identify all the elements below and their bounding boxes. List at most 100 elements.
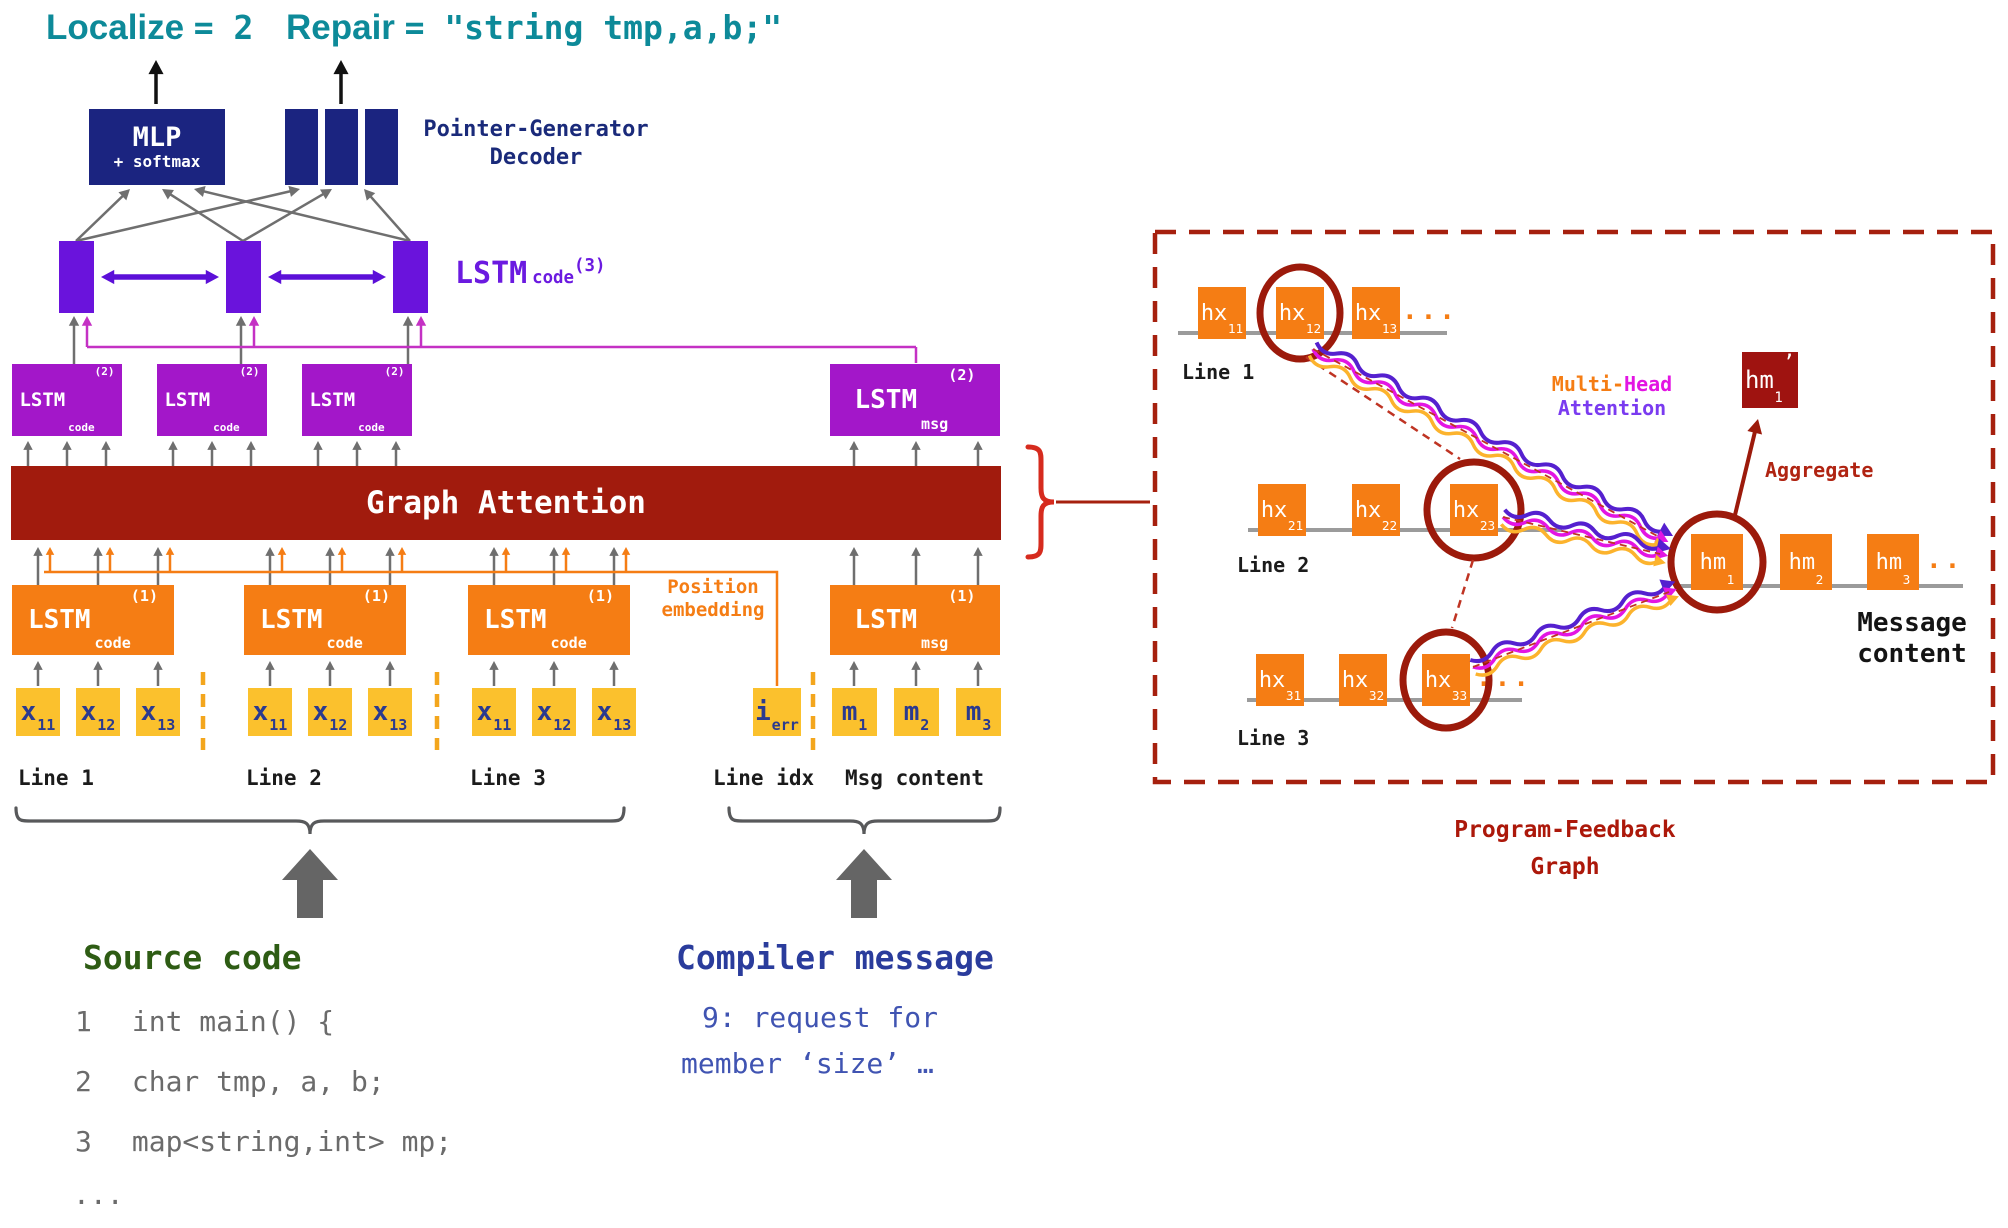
token-line1-1-base: x xyxy=(20,697,37,727)
lstm-msg1-box-base: LSTM xyxy=(854,605,918,635)
token-line-idx-base: i xyxy=(755,697,771,727)
source-line-code-1: int main() { xyxy=(131,1005,335,1038)
hx-22-sub: 22 xyxy=(1381,519,1398,535)
token-line2-1-base: x xyxy=(252,697,269,727)
token-line1-1-sub: 11 xyxy=(37,715,56,734)
token-msg-1-base: m xyxy=(841,697,858,727)
hx-22-base: hx xyxy=(1354,497,1382,523)
panel-line-label-1: Line 1 xyxy=(1182,360,1255,384)
compiler-message-title: Compiler message xyxy=(676,938,994,977)
compiler-message-line1: 9: request for xyxy=(702,1001,939,1034)
hm-2-base: hm xyxy=(1788,549,1816,575)
source-code-line-3: 3 map<string,int> mp; xyxy=(75,1125,452,1158)
token-line2-1-sub: 11 xyxy=(269,715,288,734)
hm-prime-base: hm xyxy=(1744,366,1774,394)
token-msg-1-sub: 1 xyxy=(858,715,868,734)
token-line3-1-sub: 11 xyxy=(493,715,512,734)
pg-line1: Pointer-Generator xyxy=(423,117,649,142)
aggregate-label: Aggregate xyxy=(1765,458,1874,482)
panel-row-dots-3: ... xyxy=(1476,663,1532,693)
localize-output-label: Localize = 2 xyxy=(46,8,253,48)
decoder-bar-1 xyxy=(285,109,318,185)
decoder-bar-3 xyxy=(365,109,398,185)
token-msg-2-sub: 2 xyxy=(920,715,930,734)
source-line-num-1: 1 xyxy=(75,1005,92,1038)
panel-line-label-3: Line 3 xyxy=(1237,726,1310,750)
hx-11-base: hx xyxy=(1200,300,1228,326)
token-msg-2-base: m xyxy=(903,697,920,727)
lstm-code2-box-3-sub: code xyxy=(358,420,385,434)
lstm-code3-label: LSTM code (3) xyxy=(455,256,605,291)
token-line2-2-sub: 12 xyxy=(329,715,348,734)
compiler-message-line2: member ‘size’ … xyxy=(681,1047,934,1080)
hx-13-base: hx xyxy=(1354,300,1382,326)
repair-word: Repair xyxy=(286,8,395,47)
multi-head-part1: Multi- xyxy=(1551,372,1625,396)
token-line3-1-base: x xyxy=(476,697,493,727)
hm-1-base: hm xyxy=(1699,549,1727,575)
panel-line-label-2: Line 2 xyxy=(1237,553,1310,577)
hx-21-base: hx xyxy=(1260,497,1288,523)
msg-content-label: Msg content xyxy=(845,766,985,790)
token-line3-3-base: x xyxy=(596,697,613,727)
source-line-num-2: 2 xyxy=(75,1065,92,1098)
hx-31-base: hx xyxy=(1258,667,1286,693)
graph-attention-bar: Graph Attention xyxy=(11,466,1001,540)
hm-row-dots: .. xyxy=(1926,545,1964,575)
token-line3-3-sub: 13 xyxy=(613,715,632,734)
lstm-code2-box-1-sub: code xyxy=(68,420,95,434)
token-msg-3-base: m xyxy=(965,697,982,727)
lstm-code1-box-1-sup: (1) xyxy=(130,586,159,605)
lstm-msg1-box-sub: msg xyxy=(921,633,949,652)
token-line1-3-sub: 13 xyxy=(157,715,176,734)
token-line1-2-base: x xyxy=(80,697,97,727)
aggregated-node-hm1-prime: hm 1 ’ xyxy=(1742,349,1798,408)
lstm-code1-box-2-sup: (1) xyxy=(362,586,391,605)
source-line-num-3: 3 xyxy=(75,1125,92,1158)
lstm-code1-box-3-sup: (1) xyxy=(586,586,615,605)
line-label-3: Line 3 xyxy=(470,766,546,790)
line-label-2: Line 2 xyxy=(246,766,322,790)
multi-head-part2: Head xyxy=(1624,372,1673,396)
hx-11-sub: 11 xyxy=(1227,322,1244,338)
source-code-title: Source code xyxy=(83,938,302,977)
lstm-code3-box-2 xyxy=(226,241,261,313)
hm-prime-mark: ’ xyxy=(1782,349,1796,374)
source-line-code-2: char tmp, a, b; xyxy=(131,1065,385,1098)
hx-21-sub: 21 xyxy=(1287,519,1304,535)
lstm-code2-box-1-base: LSTM xyxy=(19,389,66,411)
token-line1-2-sub: 12 xyxy=(97,715,116,734)
lstm-msg2-box-base: LSTM xyxy=(854,385,918,415)
lstm3-sup: (3) xyxy=(574,256,606,276)
lstm3-sub: code xyxy=(532,267,574,288)
token-line-idx-sub: err xyxy=(771,715,799,734)
repair-value: = "string tmp,a,b;" xyxy=(404,8,783,47)
source-code-line-1: 1 int main() { xyxy=(75,1005,334,1038)
hm-prime-sub: 1 xyxy=(1774,390,1783,407)
hm-2-sub: 2 xyxy=(1815,573,1824,589)
line-idx-label: Line idx xyxy=(713,766,815,790)
source-line-code-3: map<string,int> mp; xyxy=(131,1125,453,1158)
hx-32-base: hx xyxy=(1341,667,1369,693)
pos-emb-line2: embedding xyxy=(661,599,765,621)
message-content-line2: content xyxy=(1857,639,1967,669)
